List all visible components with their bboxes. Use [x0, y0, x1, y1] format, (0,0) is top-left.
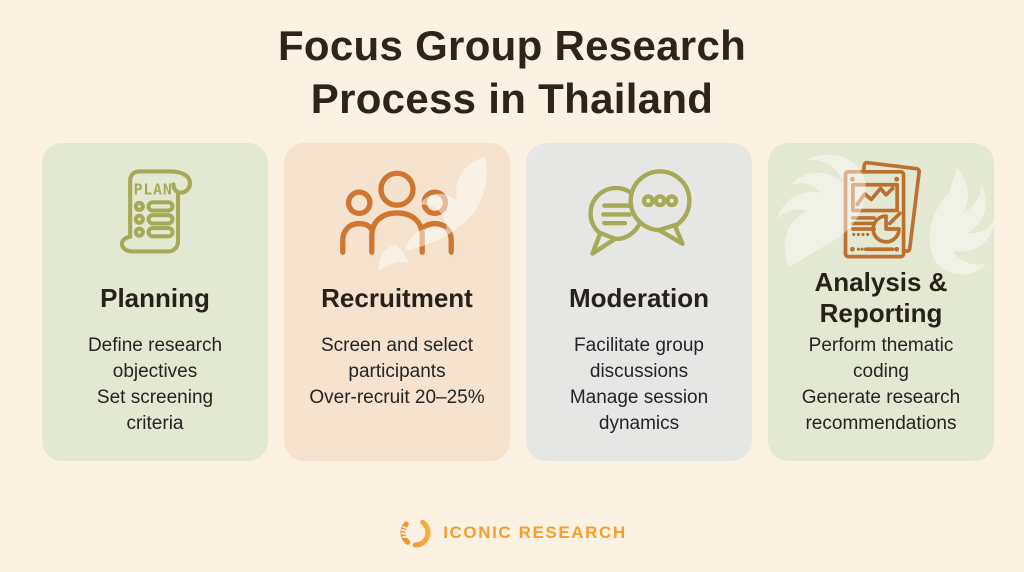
- report-chart-icon: [843, 160, 922, 259]
- plan-scroll-icon: PLAN: [119, 169, 193, 254]
- card-moderation: Moderation Facilitate group discussions …: [526, 143, 752, 461]
- card-title: Moderation: [568, 282, 710, 313]
- brand-footer: ICONIC RESEARCH: [0, 514, 1024, 551]
- page-title: Focus Group Research Process in Thailand: [277, 22, 747, 122]
- card-title: Recruitment: [321, 282, 473, 313]
- card-body: Define research objectives Set screening…: [87, 335, 223, 434]
- participants-icon: [340, 170, 454, 255]
- card-planning: PLAN Planning Define research objectives…: [42, 143, 268, 461]
- plan-icon-label: PLAN: [134, 181, 173, 198]
- card-body: Facilitate group discussions Manage sess…: [569, 335, 709, 434]
- card-title: Analysis & Reporting: [814, 267, 948, 328]
- card-body: Screen and select participants Over-recr…: [309, 335, 485, 408]
- process-cards: PLAN Planning Define research objectives…: [42, 143, 994, 461]
- card-recruitment: Recruitment Screen and select participan…: [284, 143, 510, 461]
- card-analysis-reporting: Analysis & Reporting Perform thematic co…: [768, 143, 994, 461]
- iconic-research-logo-icon: [400, 517, 431, 548]
- brand-name: ICONIC RESEARCH: [443, 522, 627, 542]
- speech-bubbles-icon: [588, 169, 692, 256]
- card-title: Planning: [100, 282, 210, 313]
- card-body: Perform thematic coding Generate researc…: [801, 335, 961, 434]
